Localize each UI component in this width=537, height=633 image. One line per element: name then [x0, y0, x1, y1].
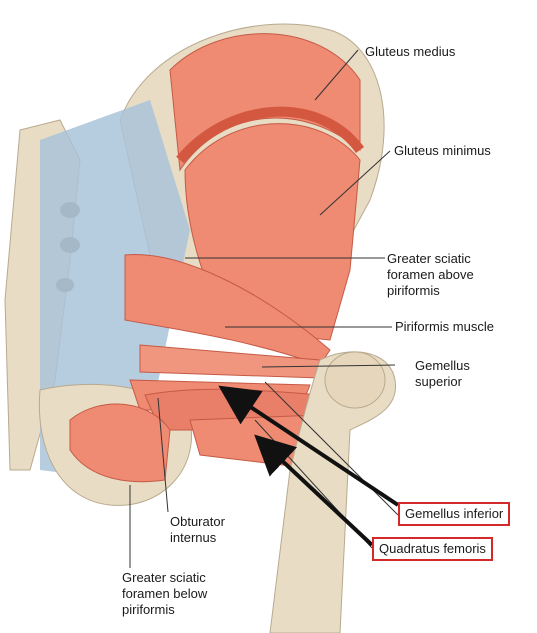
label-piriformis-muscle: Piriformis muscle	[395, 319, 494, 334]
leader-gluteus-medius	[314, 49, 359, 101]
femoral-head	[324, 351, 386, 409]
label-quadratus-femoris: Quadratus femoris	[372, 537, 493, 561]
leader-gemellus-superior	[261, 364, 396, 368]
gluteus-medius-edge	[176, 106, 365, 164]
leader-obturator-internus	[157, 397, 169, 513]
label-gluteus-minimus: Gluteus minimus	[394, 143, 491, 158]
leader-gemellus-inferior	[264, 381, 399, 516]
arrow-quadratus-femoris	[254, 434, 374, 547]
lower-left-muscle	[69, 403, 171, 483]
arrow-gemellus-inferior	[218, 385, 400, 507]
label-sciatic-foramen-below: Greater sciatic foramen below piriformis	[122, 570, 208, 617]
leader-gluteus-minimus	[319, 150, 391, 216]
label-gemellus-inferior: Gemellus inferior	[398, 502, 511, 526]
label-obturator-internus: Obturator internus	[170, 514, 225, 545]
label-sciatic-foramen-above: Greater sciatic foramen above piriformis	[387, 251, 474, 298]
label-gluteus-medius: Gluteus medius	[365, 44, 456, 59]
label-gemellus-superior: Gemellus superior	[415, 358, 470, 389]
femur-bone	[269, 351, 396, 633]
